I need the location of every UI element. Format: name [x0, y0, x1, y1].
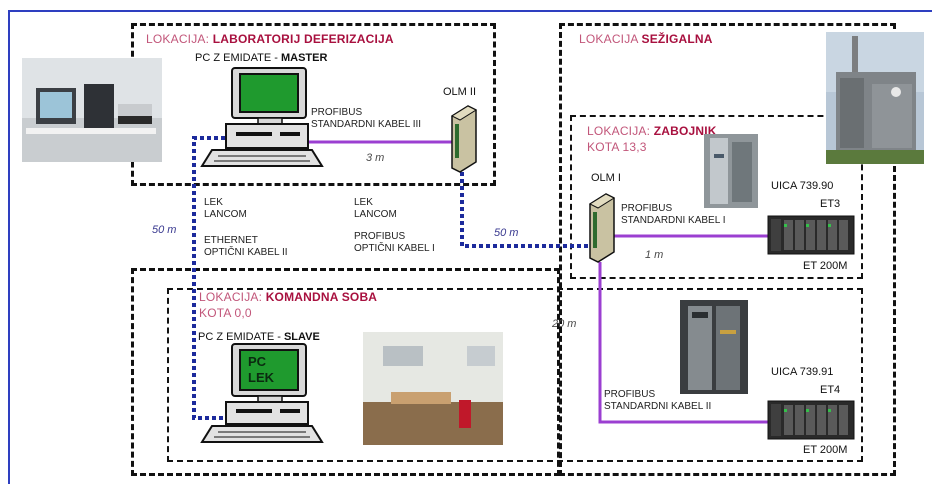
ethernet-optical-fiber-ii — [192, 136, 232, 420]
olm-ii-optical-link-module-icon — [450, 105, 478, 173]
pc-master-label: PC Z EMIDATE - MASTER — [195, 52, 328, 64]
et3-label: ET3 — [820, 198, 841, 210]
et4-plc-rack-icon — [767, 400, 855, 440]
distance-50m-left: 50 m — [152, 224, 177, 236]
location-lab-title: LOKACIJA: LABORATORIJ DEFERIZACIJA — [146, 32, 394, 46]
et200m-label-2: ET 200M — [803, 444, 848, 456]
location-zabojnik-kota: KOTA 13,3 — [587, 140, 647, 154]
zone-sezigalna — [559, 23, 896, 476]
uica-739-91-label: UICA 739.91 — [771, 366, 834, 378]
uica-739-90-label: UICA 739.90 — [771, 180, 834, 192]
pc-slave-desktop-computer-icon — [200, 343, 324, 443]
location-zabojnik-title: LOKACIJA: ZABOJNIK — [587, 124, 717, 138]
olm-i-optical-link-module-icon — [588, 193, 616, 263]
et4-label: ET4 — [820, 384, 841, 396]
zone-zabojnik — [570, 115, 863, 279]
profibus-standard-cable-ii — [598, 262, 768, 424]
olm-ii-label: OLM II — [443, 86, 477, 98]
distance-20m: 20 m — [552, 318, 577, 330]
lab-photo — [22, 58, 162, 162]
zabojnik-photo — [704, 134, 758, 208]
distance-1m: 1 m — [645, 249, 664, 261]
frame-left-border — [8, 10, 10, 484]
distance-50m-mid: 50 m — [494, 227, 519, 239]
pc-master-desktop-computer-icon — [200, 67, 324, 167]
pc-slave-label: PC Z EMIDATE - SLAVE — [198, 331, 320, 343]
et200m-label-1: ET 200M — [803, 260, 848, 272]
pc-slave-screen-text-1: PC — [248, 354, 267, 369]
et3-plc-rack-icon — [767, 215, 855, 255]
zone-lower-left — [131, 268, 560, 476]
profibus-optical-fiber-i — [460, 172, 590, 248]
komandna-cabinet-photo — [680, 300, 748, 394]
sezigalna-building-photo — [826, 32, 924, 164]
zone-komandna-soba — [167, 288, 863, 462]
location-sezigalna-title: LOKACIJA SEŽIGALNA — [579, 32, 713, 46]
olm-i-label: OLM I — [591, 172, 621, 184]
location-komandna-kota: KOTA 0,0 — [199, 306, 252, 320]
frame-top-border — [8, 10, 932, 12]
distance-3m: 3 m — [366, 152, 385, 164]
location-komandna-title: LOKACIJA: KOMANDNA SOBA — [199, 290, 378, 304]
pc-slave-screen-text-2: LEK — [248, 370, 275, 385]
komandna-room-photo — [363, 332, 503, 445]
